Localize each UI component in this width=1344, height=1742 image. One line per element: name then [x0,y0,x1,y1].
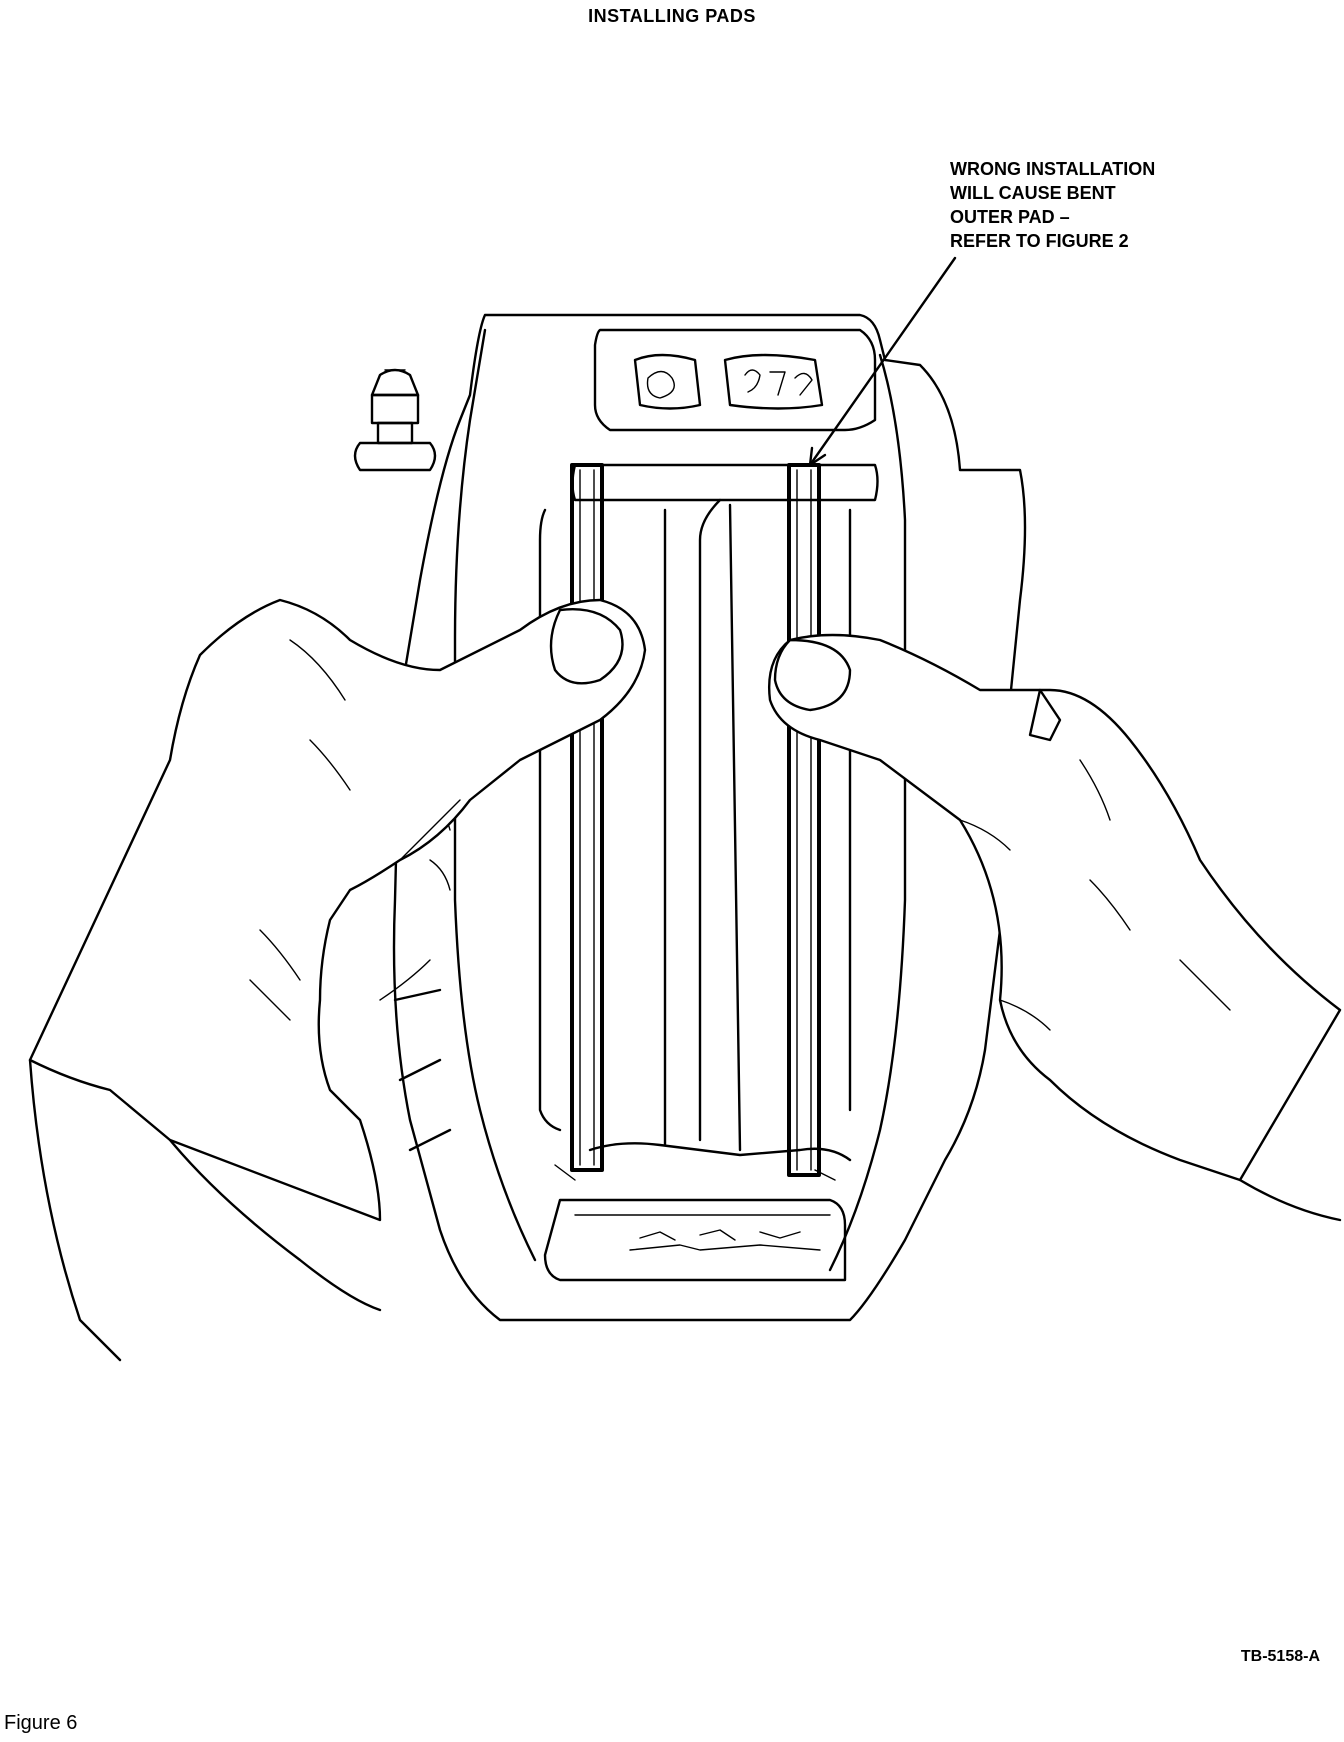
outer-brake-pad [787,463,821,1177]
caliper-window [538,463,879,1181]
callout-line-1: WRONG INSTALLATION [950,159,1156,179]
callout-leader-arrow [808,446,827,467]
caliper-top-casting [593,328,877,432]
callout-line-2: WILL CAUSE BENT [950,183,1116,203]
callout-line-4: REFER TO FIGURE 2 [950,231,1129,251]
callout-line-3: OUTER PAD – [950,207,1070,227]
caliper-body [392,313,1027,1322]
diagram-title: INSTALLING PADS [588,6,756,26]
left-hand [28,598,647,1362]
figure-label: Figure 6 [4,1712,78,1734]
bleeder-screw [353,368,437,472]
callout-note: WRONG INSTALLATION WILL CAUSE BENT OUTER… [950,157,1155,253]
drawing-reference-code: TB-5158-A [1240,1648,1320,1665]
inner-brake-pad [570,463,604,1172]
right-hand [768,633,1342,1222]
